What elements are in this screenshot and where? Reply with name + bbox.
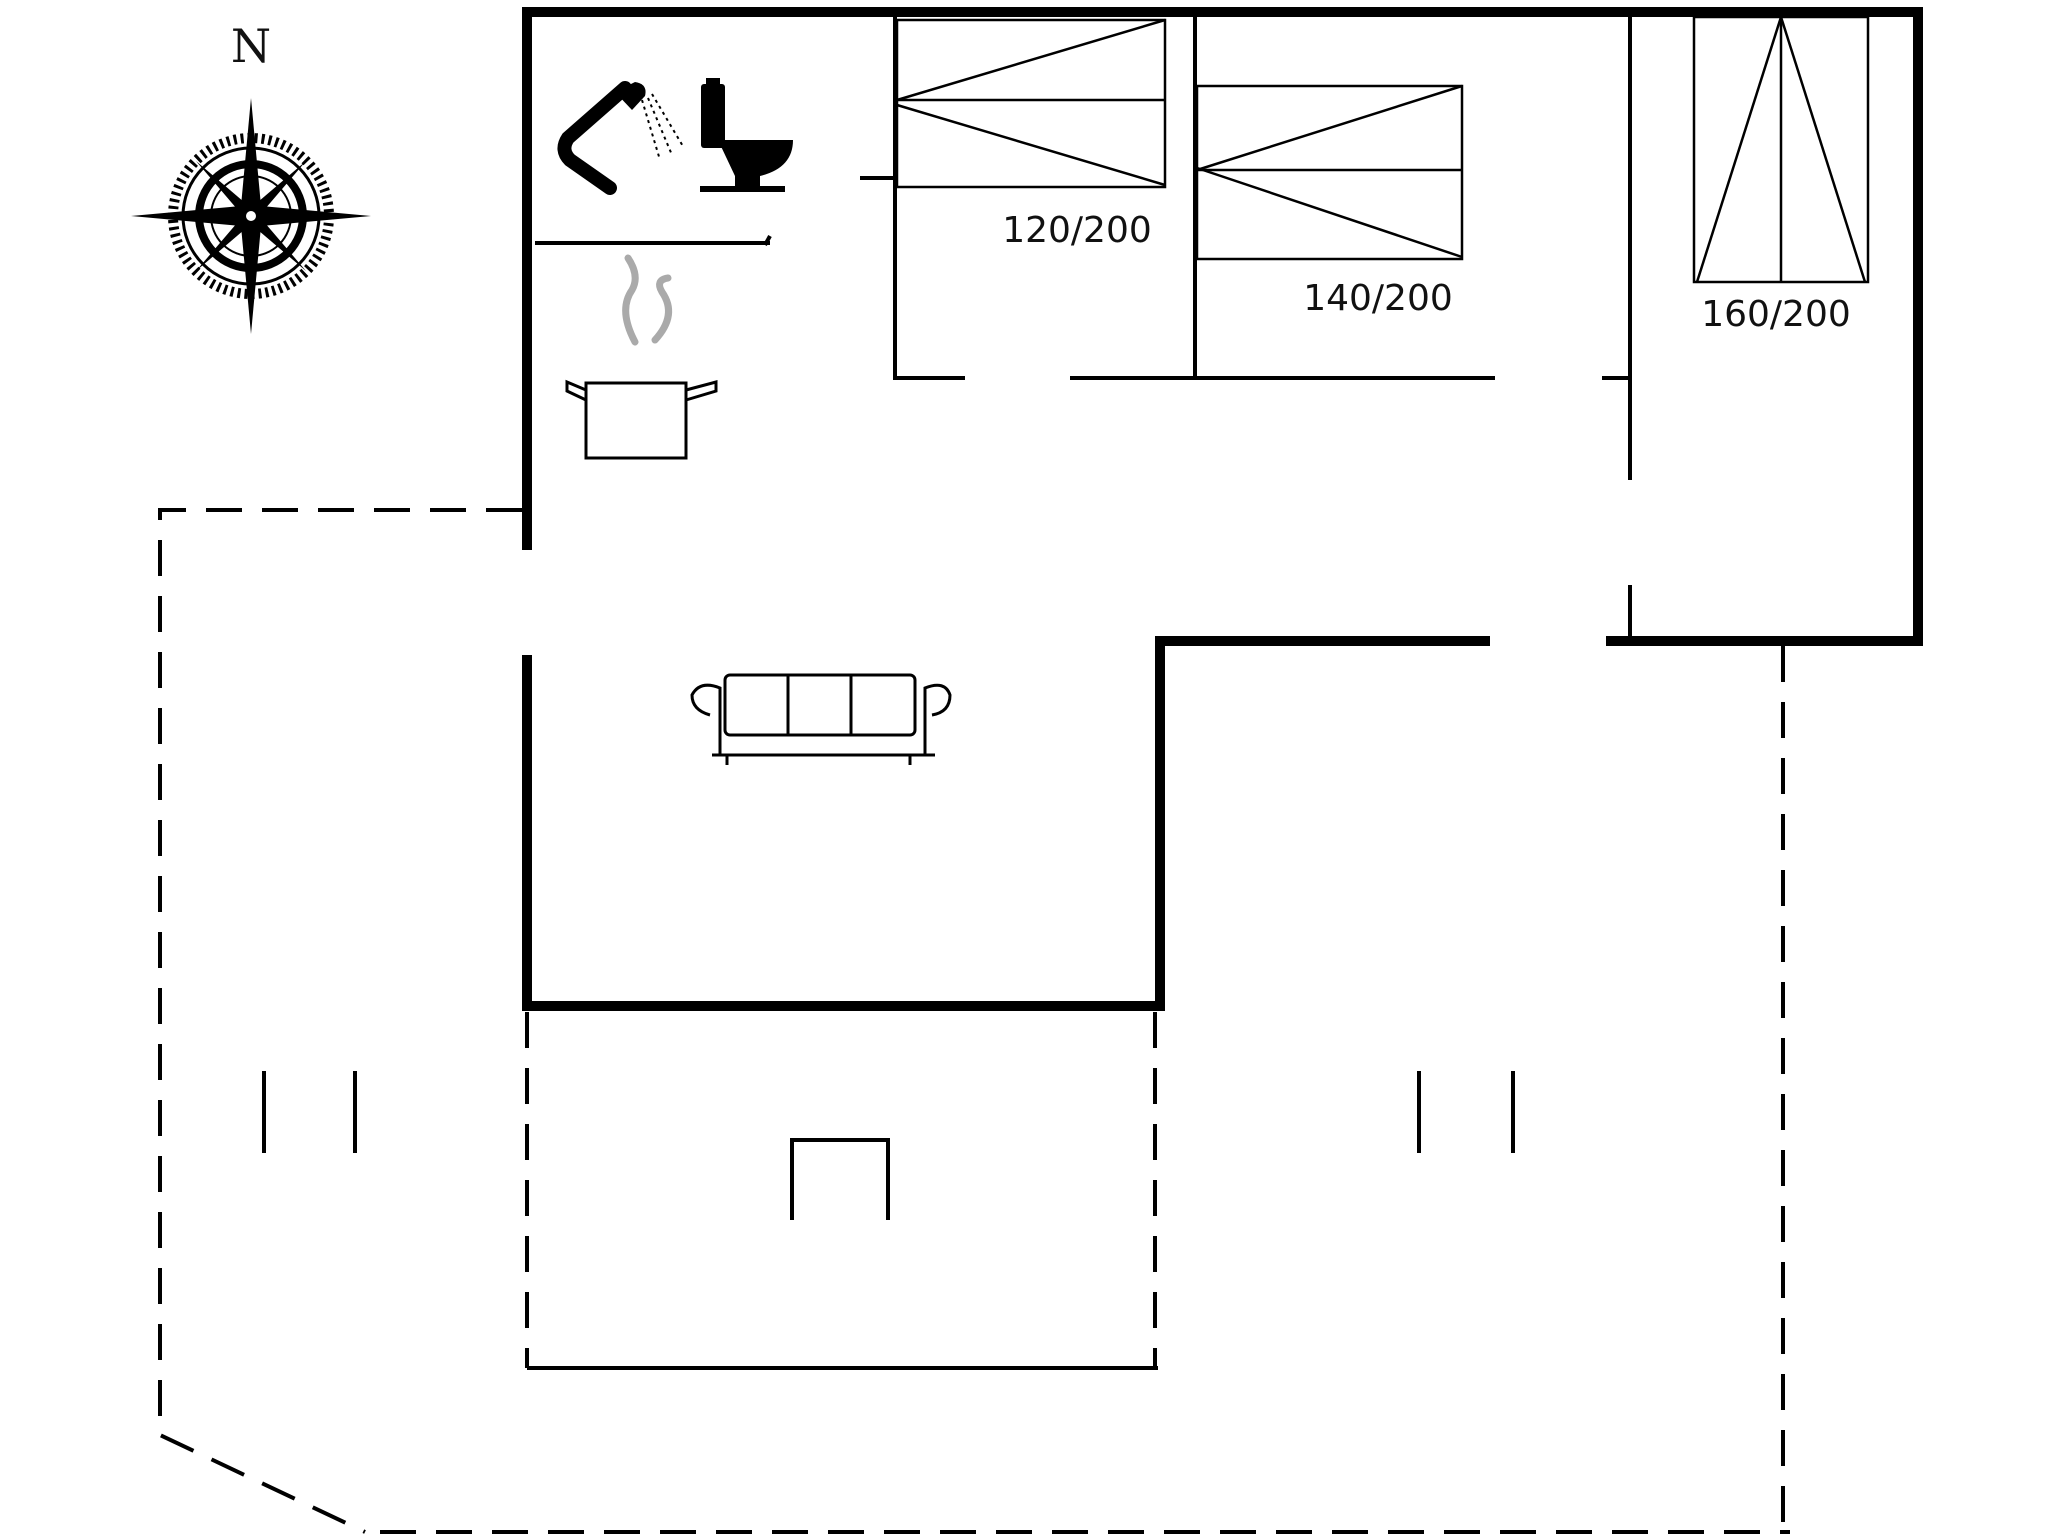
cooking-pot-icon: [565, 254, 718, 460]
site-marks: [262, 1071, 1515, 1220]
compass: N: [131, 19, 371, 334]
bed-size-label: 140/200: [1303, 278, 1453, 319]
bed-120-200: 120/200: [895, 18, 1167, 251]
bed-size-label: 160/200: [1701, 294, 1851, 335]
compass-rose-icon: [131, 98, 371, 334]
shower-icon: [557, 81, 685, 195]
interior-walls: [535, 15, 1632, 641]
bed-160-200: 160/200: [1692, 15, 1870, 335]
north-label: N: [231, 19, 271, 73]
toilet-icon: [700, 78, 793, 192]
exterior-walls: [522, 7, 1923, 1011]
sofa-icon: [690, 673, 952, 765]
bed-size-label: 120/200: [1002, 210, 1152, 251]
terrace-outline: [158, 508, 1790, 1534]
bed-140-200: 140/200: [1195, 84, 1464, 319]
